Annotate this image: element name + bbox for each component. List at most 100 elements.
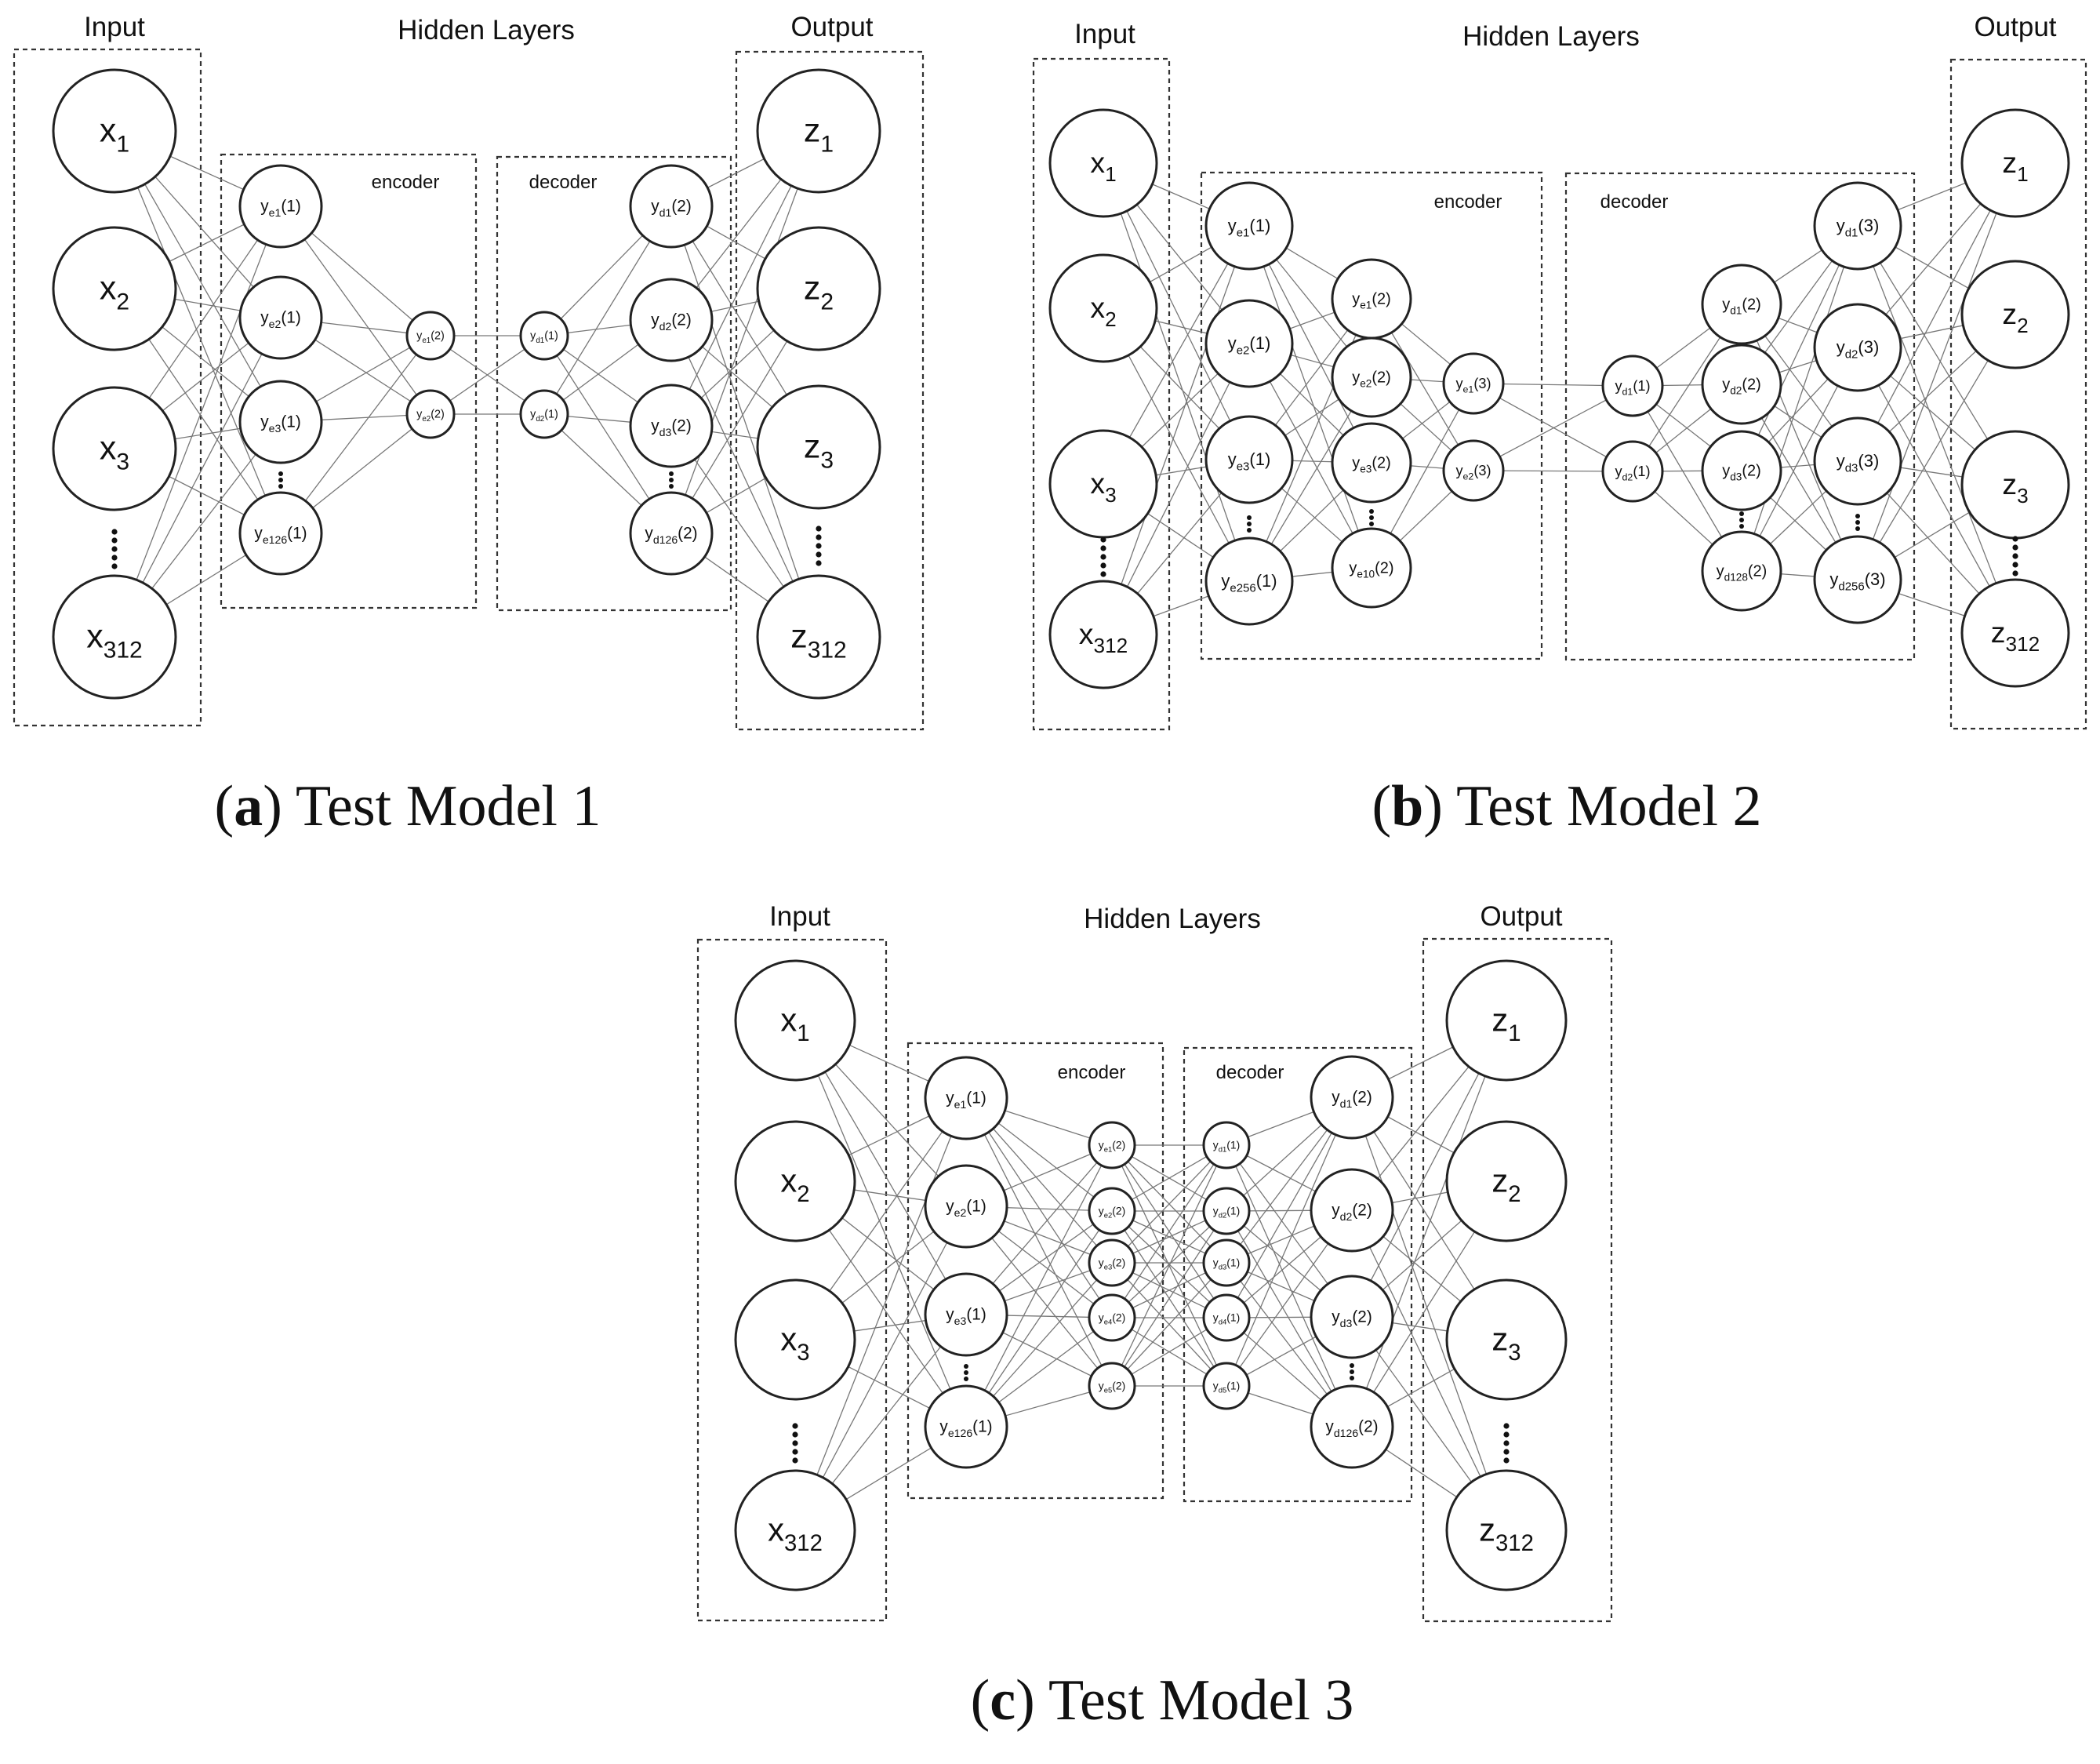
ellipsis-dot: [1855, 514, 1860, 518]
ellipsis-dot: [1247, 528, 1252, 533]
ellipsis-markers: [1100, 509, 2018, 577]
neuron-subscript: 312: [784, 1530, 823, 1556]
neuron-circle: [1048, 253, 1158, 363]
neuron-circle: [519, 311, 569, 361]
neuron-index: (2): [1372, 454, 1390, 471]
neuron-label: z312: [1991, 616, 2040, 656]
neuron-subscript: 1: [1105, 162, 1117, 186]
connection-line: [114, 205, 282, 638]
ellipsis-dot: [1350, 1363, 1354, 1368]
output-neuron-z3: z3: [1445, 1278, 1568, 1401]
neuron-circle: [756, 574, 881, 700]
neuron-circle: [756, 226, 881, 351]
encoder-neuron-ye2-1-: ye2(1): [238, 275, 323, 360]
decoder-neuron-yd1-1-: yd1(1): [1601, 355, 1664, 417]
input-neuron-x2: x2: [52, 226, 177, 351]
connection-line: [670, 130, 819, 534]
encoder-neuron-ye3-2-: ye3(2): [1088, 1238, 1136, 1287]
ellipsis-dot: [278, 478, 283, 482]
neuron-index: (1): [1249, 216, 1270, 235]
neuron-symbol: y: [1455, 463, 1463, 478]
connection-line: [1103, 162, 1250, 460]
output-neuron-z2: z2: [756, 226, 881, 351]
connection-line: [1111, 1210, 1227, 1387]
ellipsis-dot: [1100, 562, 1106, 569]
encoder-neuron-ye1-2-: ye1(2): [1088, 1121, 1136, 1169]
connection-line: [794, 1097, 967, 1531]
neuron-subscript: d1: [536, 336, 544, 345]
neuron-circle: [238, 380, 323, 464]
ellipsis-dot: [792, 1440, 798, 1446]
neuron-index: (2): [671, 417, 691, 435]
decoder-neuron-yd2-2-: yd2(2): [1701, 344, 1782, 425]
output-section-title: Output: [1974, 12, 2056, 42]
caption-paren-open: (: [971, 1668, 990, 1733]
neuron-label: ye4(2): [1099, 1311, 1126, 1326]
vertical-ellipsis: [2012, 536, 2018, 576]
neuron-index: (1): [287, 525, 307, 543]
connection-line: [965, 1210, 1113, 1428]
neurons: x1x2x3x312ye1(1)ye2(1)ye3(1)ye256(1)ye1(…: [1048, 108, 2070, 689]
decoder-neuron-yd2-1-: yd2(1): [1601, 440, 1664, 503]
neuron-index: (1): [1633, 464, 1650, 479]
neuron-label: ye126(1): [254, 525, 307, 546]
neuron-symbol: x: [100, 270, 116, 307]
neuron-symbol: x: [1090, 467, 1105, 500]
neuron-circle: [1960, 108, 2070, 218]
neuron-subscript: e1: [954, 1098, 967, 1111]
neuron-symbol: y: [1099, 1138, 1104, 1151]
neuron-circle: [1088, 1238, 1136, 1287]
encoder-neuron-ye5-2-: ye5(2): [1088, 1362, 1136, 1410]
neuron-label: yd1(3): [1837, 216, 1880, 240]
neuron-symbol: z: [804, 428, 820, 466]
input-box: [696, 938, 888, 1622]
neuron-symbol: y: [946, 1306, 954, 1324]
neuron-symbol: z: [2002, 297, 2017, 330]
neuron-subscript: 2: [1508, 1181, 1521, 1207]
neuron-index: (2): [1742, 296, 1760, 313]
encoder-neuron-ye2-2-: ye2(2): [1088, 1187, 1136, 1235]
neuron-symbol: y: [1615, 378, 1622, 394]
panel-caption: (a) Test Model 1: [215, 774, 601, 838]
input-neuron-x1: x1: [734, 959, 856, 1082]
ellipsis-dot: [1100, 536, 1106, 543]
ellipsis-dot: [111, 555, 118, 561]
layer-boxes: [696, 937, 1613, 1623]
ellipsis-dot: [816, 543, 822, 549]
neuron-circle: [1701, 430, 1782, 511]
vertical-ellipsis: [1350, 1363, 1354, 1380]
ellipsis-dot: [792, 1457, 798, 1464]
neuron-subscript: 2: [820, 289, 834, 315]
neuron-index: (2): [1352, 1308, 1372, 1326]
encoder-box: [1200, 171, 1543, 660]
neuron-subscript: e1: [1104, 1146, 1113, 1155]
neuron-circle: [629, 164, 714, 249]
input-neuron-x3: x3: [52, 386, 177, 511]
neuron-subscript: d3: [1845, 462, 1858, 475]
ellipsis-dot: [1369, 509, 1374, 514]
ellipsis-dot: [816, 534, 822, 540]
ellipsis-dot: [816, 526, 822, 532]
neuron-subscript: 2: [116, 289, 129, 315]
neuron-subscript: d4: [1219, 1318, 1227, 1327]
decoder-neuron-yd2-3-: yd2(3): [1813, 303, 1902, 392]
decoder-box: [496, 155, 732, 612]
neuron-subscript: e1: [1360, 299, 1372, 311]
neuron-label: ye2(1): [1228, 333, 1271, 358]
encoder-neuron-ye1-1-: ye1(1): [1204, 181, 1294, 271]
neuron-index: (2): [1112, 1204, 1125, 1217]
neuron-symbol: y: [260, 309, 269, 327]
output-neuron-z3: z3: [756, 384, 881, 510]
decoder-neuron-yd1-2-: yd1(2): [629, 164, 714, 249]
neuron-index: (2): [1112, 1256, 1125, 1268]
ellipsis-dot: [964, 1364, 968, 1369]
neuron-circle: [734, 1469, 856, 1591]
encoder-neuron-ye3-1-: ye3(1): [924, 1272, 1008, 1357]
decoder-neuron-yd2-2-: yd2(2): [1310, 1168, 1394, 1253]
caption-paren-open: (: [215, 774, 234, 838]
connection-line: [1226, 1097, 1353, 1318]
neuron-symbol: y: [1352, 454, 1360, 471]
caption-paren-close: ): [263, 774, 296, 838]
connection-line: [1111, 1144, 1227, 1387]
neuron-index: (3): [1865, 569, 1886, 589]
